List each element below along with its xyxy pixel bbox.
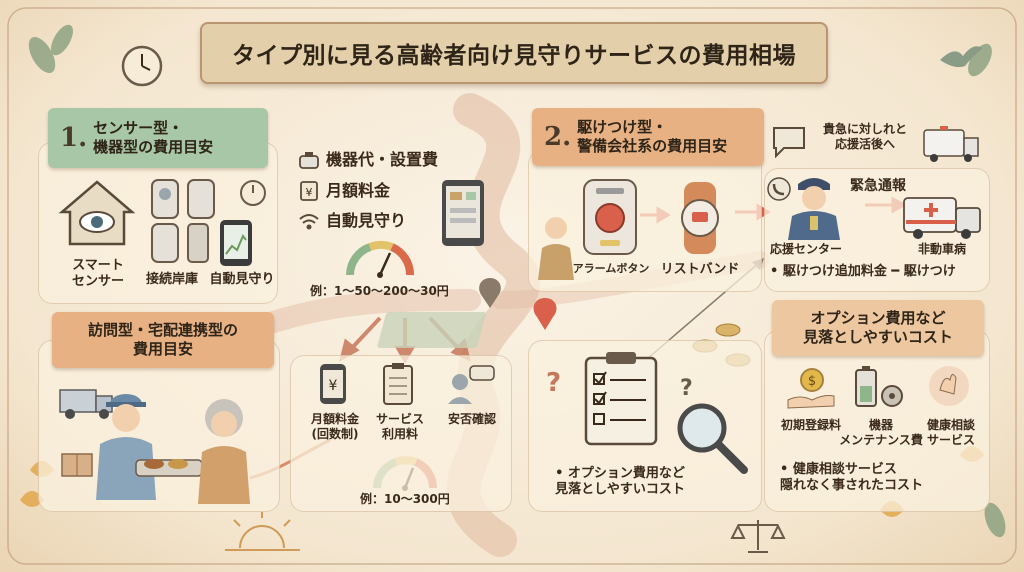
visit-range-label: 例：10〜300円 [360, 492, 450, 506]
svg-text:¥: ¥ [306, 186, 313, 199]
operator-icon [782, 170, 846, 244]
eye-house-icon [58, 178, 136, 252]
clock-icon [120, 44, 164, 92]
question-mark-icon: ? [546, 368, 562, 398]
sensor-item-label: 接続岸庫 [145, 272, 198, 287]
tablet-icon [440, 178, 486, 254]
ambulance-icon [922, 124, 980, 166]
sensor-cost-label: 月額料金 [326, 181, 391, 200]
coin-hand-icon: $ [786, 366, 836, 414]
wifi-icon [298, 210, 320, 236]
door-sensor-icon [148, 176, 228, 270]
box-icon [60, 448, 94, 482]
tablet-chart-icon [216, 218, 260, 272]
sensor-heading-line1: センサー型・ [93, 119, 184, 138]
sensor-item-label: 自動見守り [209, 272, 275, 287]
visit-heading-line2: 費用目安 [132, 340, 193, 358]
rush-section-number: 2. [544, 122, 572, 152]
delivery-truck-icon [58, 382, 118, 426]
rush-device-label: リストバンド [660, 262, 740, 277]
sensor-range-label: 例：1〜50〜200〜30円 [310, 284, 449, 298]
option-item-label: 機器 メンテナンス費 [839, 418, 923, 447]
svg-text:$: $ [808, 374, 816, 389]
rush-heading-line2: 警備会社系の費用目安 [577, 137, 728, 155]
sensor-section-ribbon: 1. センサー型・ 機器型の費用目安 [48, 108, 268, 168]
visit-heading-line1: 訪問型・宅配連携型の [87, 321, 238, 340]
sensor-item-label: スマート センサー [71, 258, 124, 290]
meal-tray-icon [134, 452, 204, 484]
sensor-section-number: 1. [60, 123, 88, 153]
sensor-heading-line2: 機器型の費用目安 [93, 138, 214, 156]
sensor-cost-label: 自動見守り [326, 211, 407, 230]
visit-cost-label: 月額料金 (回数制) [310, 412, 359, 441]
page-title: タイプ別に見る高齢者向け見守りサービスの費用相場 [232, 43, 796, 69]
center-label: 応援センター [770, 242, 843, 256]
option-note: • 健康相談サービス 隠れなく事されたコスト [780, 462, 924, 494]
rush-device-label: アラームボタン [572, 262, 650, 275]
visit-cost-label: 安否確認 [447, 412, 496, 426]
option-item-label: 初期登録料 [780, 418, 841, 432]
sensor-cost-label: 機器代・設置費 [326, 150, 439, 169]
clock-icon [238, 178, 268, 212]
wristband-icon [668, 180, 732, 260]
option-heading-line1: オプション費用など [810, 309, 946, 328]
emergency-call-label: 緊急通報 [850, 178, 906, 194]
magnifier-icon [672, 398, 752, 482]
rush-section-ribbon: 2. 駆けつけ型・ 警備会社系の費用目安 [532, 108, 764, 166]
rush-fee-note: • 駆けつけ追加料金 ━ 駆けつけ [770, 264, 956, 279]
elderly-man-icon [536, 214, 582, 284]
option-item-label: 健康相談 サービス [926, 418, 975, 447]
option-center-note: • オプション費用など 見落としやすいコスト [555, 466, 685, 498]
battery-gear-icon [852, 364, 906, 414]
option-section-ribbon: オプション費用など 見落としやすいコスト [772, 300, 984, 356]
rush-heading-line1: 駆けつけ型・ [577, 118, 668, 137]
clipboard-icon [380, 362, 416, 410]
emergency-note: 貴急に対しれと 応援活後へ [822, 122, 907, 151]
question-mark-icon: ? [680, 376, 693, 401]
device-icon [298, 150, 320, 174]
chat-people-icon [446, 364, 496, 408]
phone-icon [766, 176, 792, 206]
yen-phone-icon: ¥ [316, 362, 350, 410]
checklist-clipboard-icon [582, 350, 660, 450]
delivery-worker-icon [88, 382, 164, 506]
visit-section-ribbon: 訪問型・宅配連携型の 費用目安 [52, 312, 274, 368]
svg-text:¥: ¥ [329, 378, 338, 394]
alarm-button-icon [582, 178, 638, 260]
yen-card-icon: ¥ [298, 180, 320, 206]
ambulance-label: 非動車病 [918, 242, 967, 256]
title-banner: タイプ別に見る高齢者向け見守りサービスの費用相場 [200, 22, 828, 84]
ambulance-icon [902, 190, 984, 244]
visit-cost-label: サービス 利用料 [375, 412, 424, 441]
heart-hand-icon [924, 364, 974, 414]
bird-icon [935, 40, 985, 78]
elderly-woman-icon [194, 396, 254, 510]
option-panel [764, 330, 990, 512]
chat-bubble-icon [770, 124, 810, 162]
option-heading-line2: 見落としやすいコスト [803, 328, 953, 346]
